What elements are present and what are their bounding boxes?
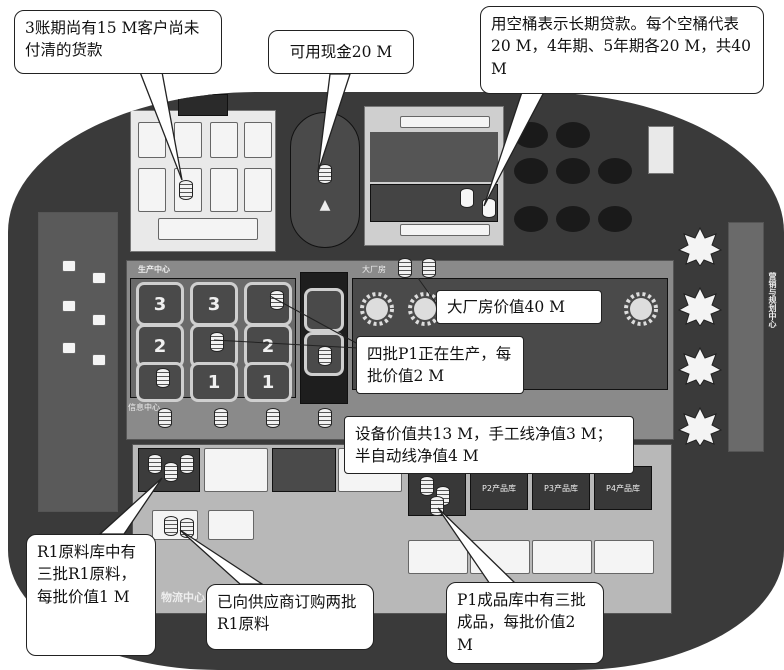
pointer-wip-2 xyxy=(213,339,359,349)
pointer-r1-stock xyxy=(98,477,163,535)
marketing-center-label: 营销与规划中心 xyxy=(768,272,777,328)
production-slot-4 xyxy=(304,288,344,332)
pointer-factory xyxy=(417,277,439,307)
cash-coin xyxy=(318,164,332,184)
loan-grid xyxy=(370,132,498,182)
r3-store xyxy=(272,448,336,492)
callout-p1-stock: P1成品库中有三批成品，每批价值2 M xyxy=(446,582,604,664)
r2-store xyxy=(204,448,268,492)
oval-8 xyxy=(598,206,632,232)
market-star-icon xyxy=(678,406,722,446)
receivable-card-4 xyxy=(244,122,272,158)
order-card-3 xyxy=(532,540,592,574)
equip-coin-4 xyxy=(318,408,332,428)
callout-wip: 四批P1正在生产，每批价值2 M xyxy=(356,336,524,394)
pointer-receivables xyxy=(139,71,183,181)
receivable-card-8 xyxy=(244,168,272,212)
callout-cash: 可用现金20 M xyxy=(268,30,414,74)
research-card xyxy=(648,126,674,174)
oval-5 xyxy=(598,158,632,184)
callout-r1-order: 已向供应商订购两批R1原料 xyxy=(206,584,374,650)
factory-coin-1 xyxy=(398,258,412,278)
production-slot-1: 3 xyxy=(136,282,184,326)
pointer-loans xyxy=(483,91,546,207)
order-card-4 xyxy=(594,540,654,574)
loan-row-3 xyxy=(400,224,490,236)
receivable-card-7 xyxy=(210,168,238,212)
market-star-icon xyxy=(678,286,722,326)
r1-coin-3 xyxy=(180,454,194,474)
oval-6 xyxy=(514,206,548,232)
receivable-card-3 xyxy=(210,122,238,158)
oval-4 xyxy=(556,158,590,184)
order-slot-2 xyxy=(208,510,254,540)
p1-coin-1 xyxy=(420,476,434,496)
loan-bucket-1 xyxy=(460,188,474,208)
wip-coin-2 xyxy=(210,332,224,352)
loan-row-1 xyxy=(400,116,490,128)
loan-buckets-row xyxy=(370,184,498,222)
production-slot-11: 1 xyxy=(244,362,292,402)
receivable-card-5 xyxy=(138,168,166,212)
equip-coin-3 xyxy=(266,408,280,428)
callout-factory: 大厂房价值40 M xyxy=(436,290,602,324)
receivable-card-2 xyxy=(174,122,202,158)
market-star-icon xyxy=(678,226,722,266)
production-slot-10: 1 xyxy=(190,362,238,402)
wip-coin-3 xyxy=(156,368,170,388)
gear-icon xyxy=(360,292,394,326)
pointer-wip-1 xyxy=(269,295,359,345)
info-card-6 xyxy=(92,354,106,366)
callout-loans: 用空桶表示长期贷款。每个空桶代表20 M，4年期、5年期各20 M，共40 M xyxy=(480,6,764,94)
pointer-p1-stock xyxy=(437,507,518,585)
equip-coin-1 xyxy=(158,408,172,428)
info-card-4 xyxy=(92,314,106,326)
pointer-cash xyxy=(317,73,351,173)
info-card-2 xyxy=(92,272,106,284)
info-card-3 xyxy=(62,300,76,312)
logistics-center-label: 物流中心 xyxy=(161,591,205,604)
pointer-r1-order xyxy=(179,529,265,585)
production-center-label: 生产中心 xyxy=(138,265,170,274)
sandtable-board: ▲ 生产中心 大厂房 信息中心 3 3 2 2 1 1 xyxy=(8,92,784,670)
gear-icon xyxy=(624,292,658,326)
order-coin-1 xyxy=(164,516,178,536)
equip-coin-2 xyxy=(214,408,228,428)
receivable-footer xyxy=(158,218,258,240)
r1-coin-2 xyxy=(164,462,178,482)
finance-header xyxy=(178,94,228,116)
big-factory-label: 大厂房 xyxy=(362,265,386,274)
info-card-1 xyxy=(62,260,76,272)
info-center-label: 信息中心 xyxy=(128,403,160,412)
marketing-cards xyxy=(728,222,764,452)
receivable-coin xyxy=(179,180,193,200)
info-card-5 xyxy=(62,342,76,354)
callout-equipment: 设备价值共13 M，手工线净值3 M；半自动线净值4 M xyxy=(344,416,634,474)
callout-r1-stock: R1原料库中有三批R1原料，每批价值1 M xyxy=(26,534,156,656)
oval-7 xyxy=(556,206,590,232)
oval-3 xyxy=(514,158,548,184)
callout-receivables: 3账期尚有15 M客户尚未付清的货款 xyxy=(14,10,222,74)
cash-mark: ▲ xyxy=(319,197,331,213)
factory-coin-2 xyxy=(422,258,436,278)
order-card-1 xyxy=(408,540,468,574)
r1-coin-1 xyxy=(148,454,162,474)
oval-2 xyxy=(556,122,590,148)
market-star-icon xyxy=(678,346,722,386)
